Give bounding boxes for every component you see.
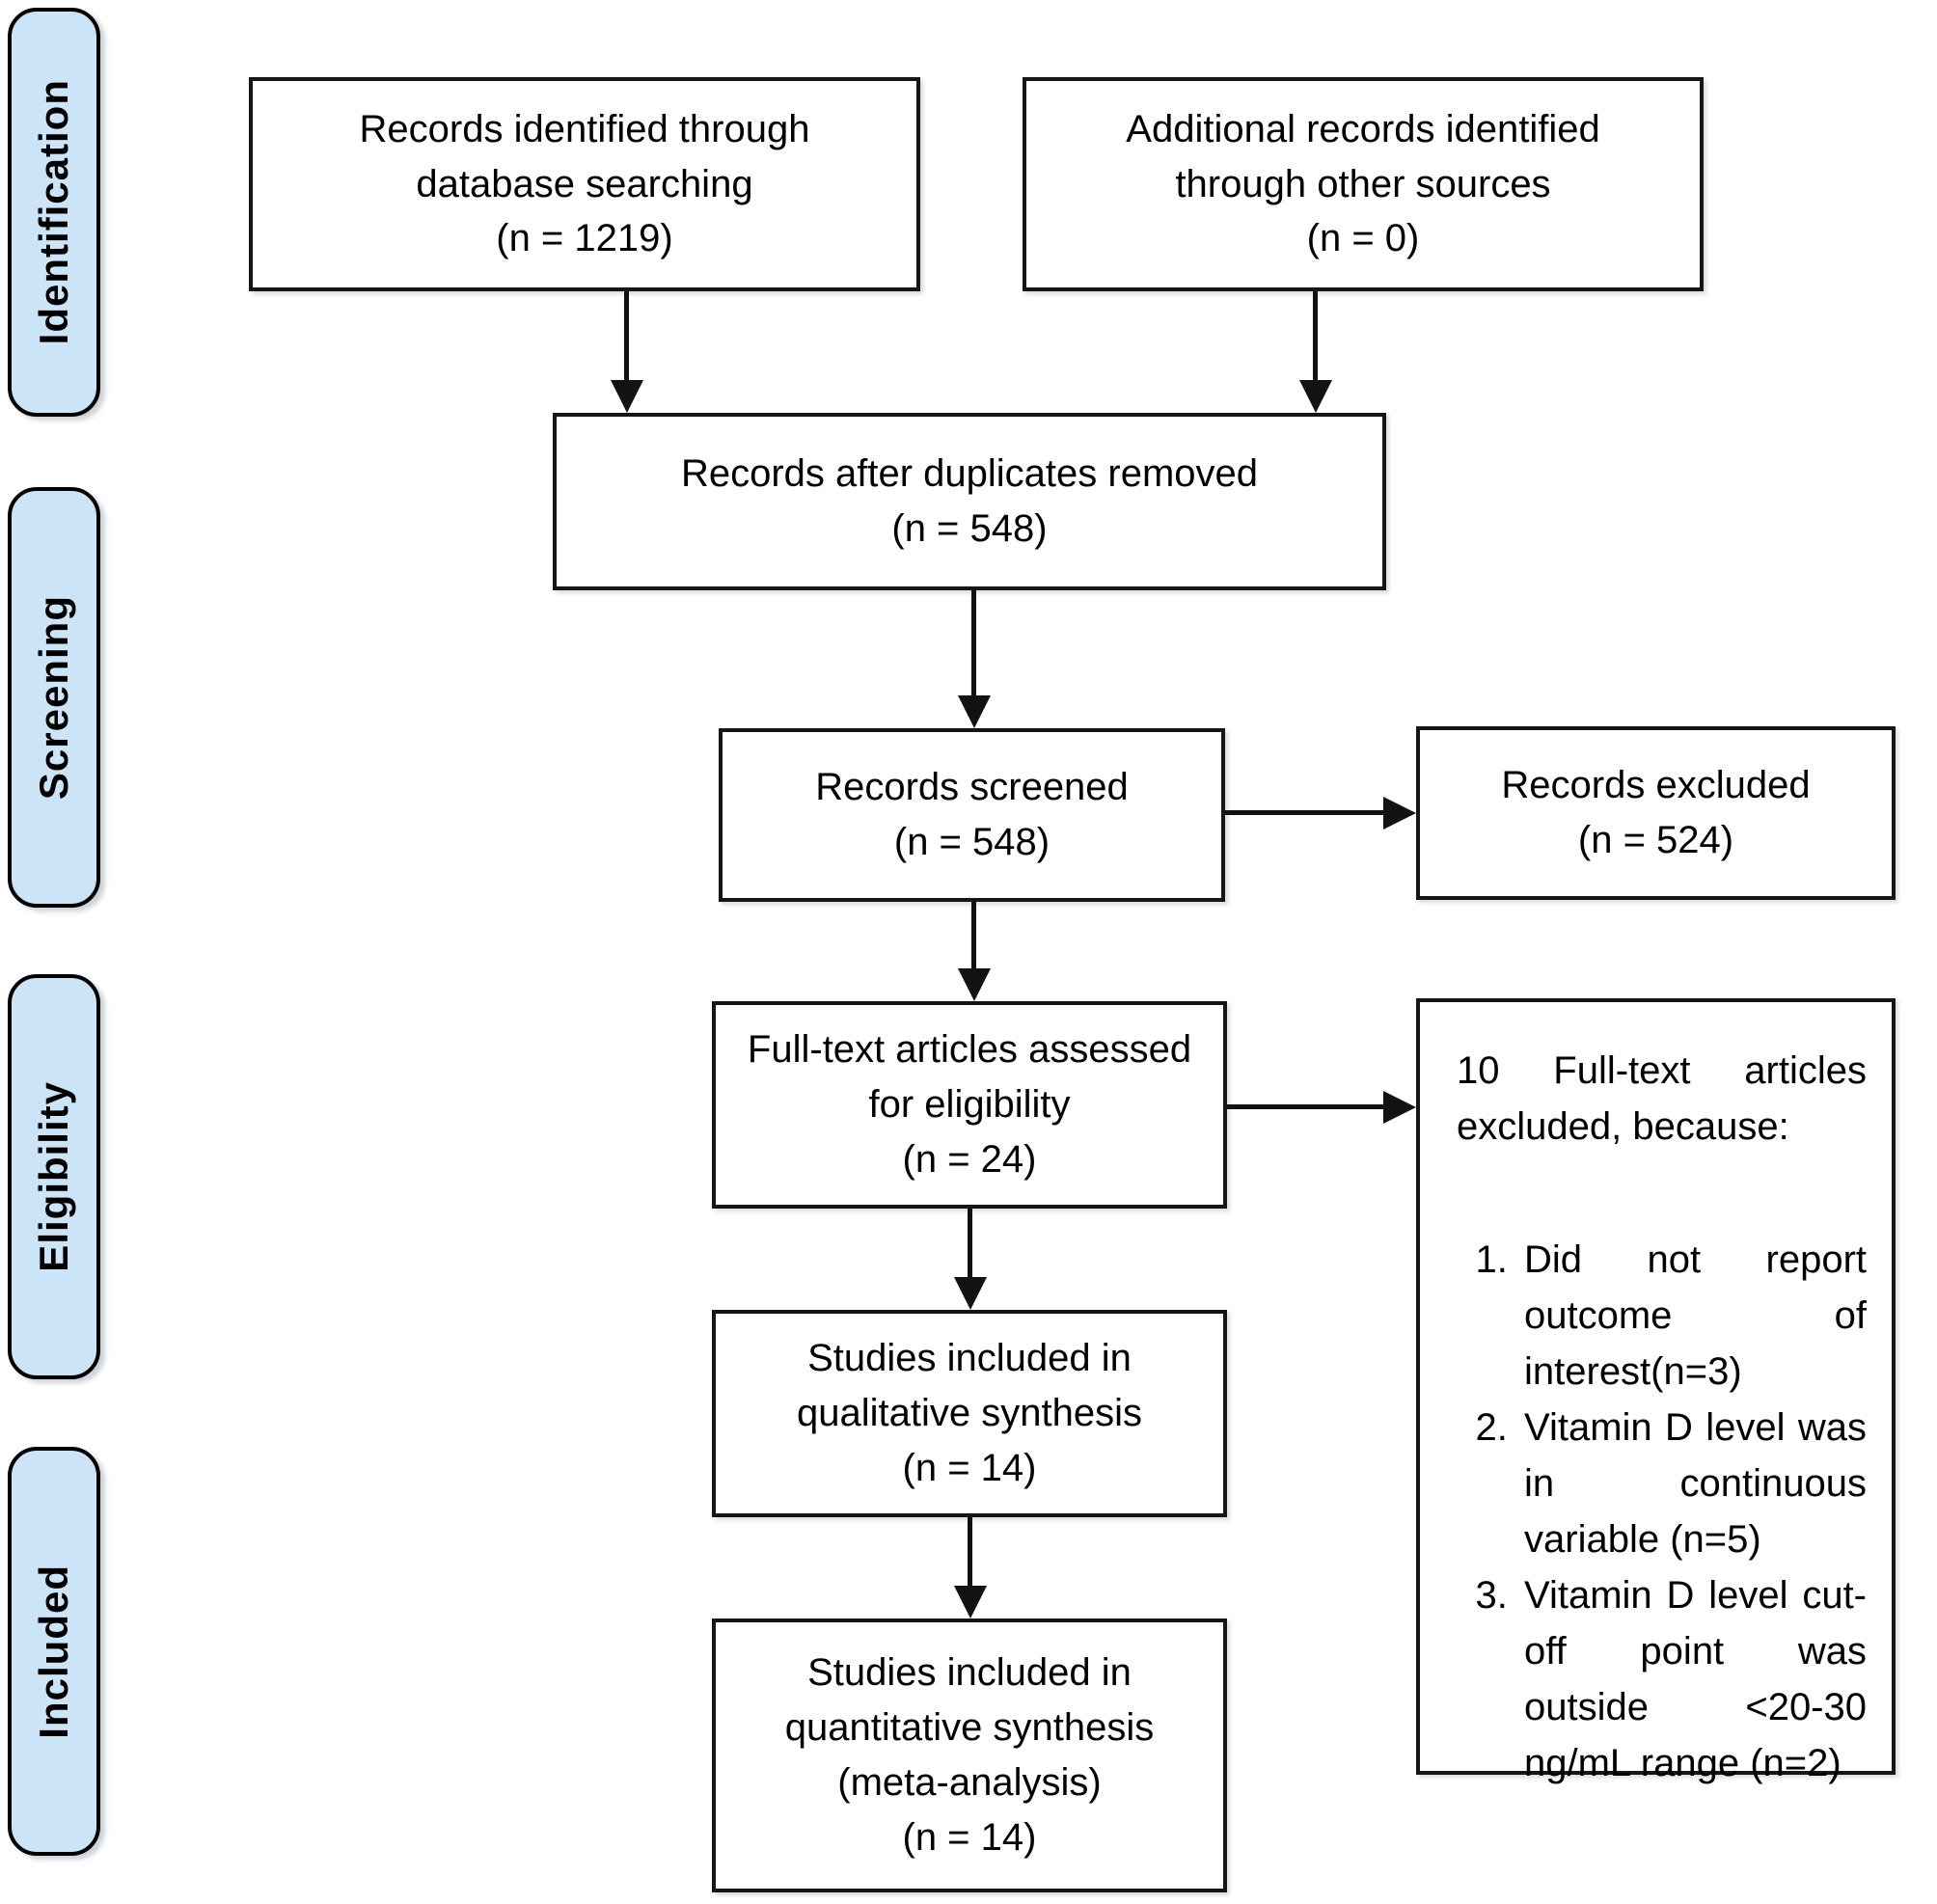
arrow-screened-to-fulltext (971, 902, 976, 968)
arrow-fulltext-to-reasons (1227, 1104, 1383, 1109)
exclusion-reasons-heading: 10 Full-text articles excluded, because: (1457, 1049, 1867, 1148)
exclusion-reasons-list: Did not report outcome of interest(n=3) … (1457, 1232, 1867, 1791)
stage-included-label: Included (31, 1564, 76, 1739)
arrow-fulltext-to-qualitative (968, 1209, 972, 1277)
box-records-excluded: Records excluded (n = 524) (1416, 726, 1896, 900)
exclusion-reason-item: Vitamin D level cut-off point was outsid… (1518, 1567, 1867, 1791)
box-records-database: Records identified through database sear… (249, 77, 920, 291)
arrow-database-to-duplicates (624, 291, 629, 380)
stage-screening-label: Screening (31, 594, 76, 801)
arrow-qualitative-to-quantitative (968, 1517, 972, 1586)
box-qualitative-synthesis: Studies included in qualitative synthesi… (712, 1310, 1227, 1517)
box-quantitative-synthesis: Studies included in quantitative synthes… (712, 1618, 1227, 1892)
stage-included: Included (8, 1447, 100, 1856)
stage-eligibility-label: Eligibility (31, 1081, 76, 1272)
stage-identification-label: Identification (31, 79, 76, 345)
arrow-duplicates-to-screened (971, 590, 976, 695)
box-duplicates-removed: Records after duplicates removed (n = 54… (553, 413, 1386, 590)
arrow-screened-to-excluded (1225, 810, 1383, 815)
exclusion-reason-item: Did not report outcome of interest(n=3) (1518, 1232, 1867, 1400)
box-records-screened: Records screened (n = 548) (719, 728, 1225, 902)
box-records-other-sources: Additional records identified through ot… (1023, 77, 1704, 291)
box-fulltext-assessed: Full-text articles assessed for eligibil… (712, 1001, 1227, 1209)
exclusion-reason-item: Vitamin D level was in continuous variab… (1518, 1400, 1867, 1567)
stage-identification: Identification (8, 8, 100, 417)
stage-screening: Screening (8, 487, 100, 908)
arrow-other-to-duplicates (1313, 291, 1318, 380)
box-fulltext-excluded-reasons: 10 Full-text articles excluded, because:… (1416, 998, 1896, 1784)
stage-eligibility: Eligibility (8, 974, 100, 1379)
